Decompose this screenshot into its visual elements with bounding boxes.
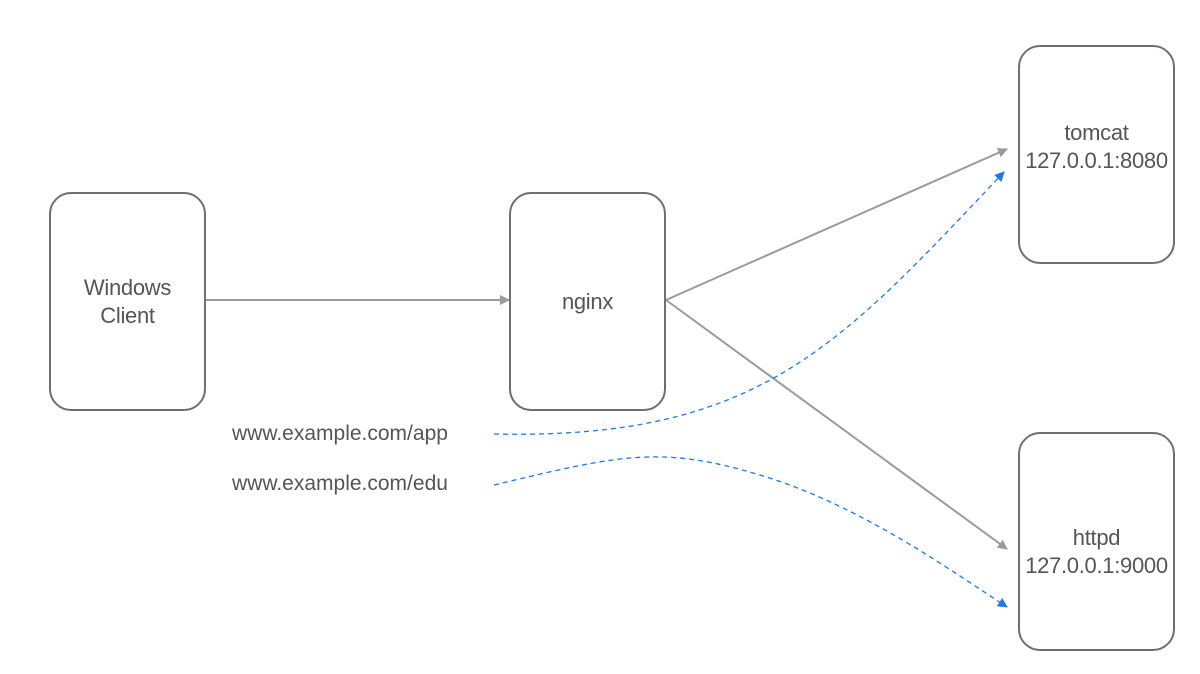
httpd-name: httpd (1072, 525, 1121, 550)
tomcat-address: 127.0.0.1:8080 (1025, 148, 1168, 173)
tomcat-name: tomcat (1064, 120, 1129, 145)
route-label-edu: www.example.com/edu (232, 472, 448, 495)
dashed-route-app-to-tomcat (493, 171, 1005, 435)
nginx-node: nginx (509, 192, 666, 411)
arrow-nginx-to-tomcat (665, 148, 1008, 301)
client-label-line1: Windows (83, 274, 172, 300)
httpd-node: httpd 127.0.0.1:9000 (1018, 432, 1175, 651)
windows-client-node: Windows Client (49, 192, 206, 411)
arrow-nginx-to-httpd (665, 299, 1008, 550)
route-label-app: www.example.com/app (232, 422, 448, 445)
client-label-line2: Client (100, 302, 155, 328)
tomcat-node: tomcat 127.0.0.1:8080 (1018, 45, 1175, 264)
dashed-route-edu-to-httpd (493, 456, 1008, 608)
nginx-label: nginx (561, 288, 614, 314)
httpd-address: 127.0.0.1:9000 (1025, 553, 1168, 578)
